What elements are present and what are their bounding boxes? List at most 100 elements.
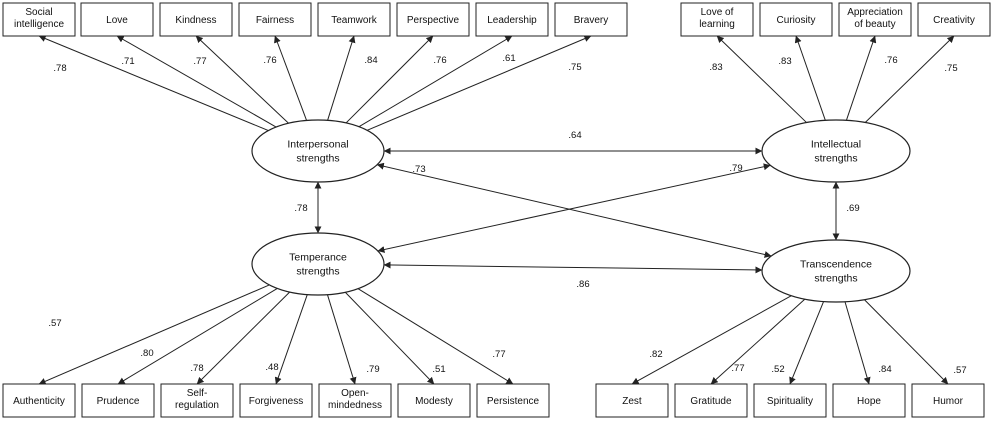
loading-arrow-authenticity: [38, 284, 270, 385]
indicator-label-creativity-line: Creativity: [933, 15, 975, 26]
indicator-humor: Humor: [911, 383, 985, 418]
indicator-label-self-regulation-line: regulation: [175, 400, 219, 411]
loading-forgiveness: .48: [265, 362, 278, 373]
indicator-modesty: Modesty: [397, 383, 471, 418]
loading-arrow-curiosity: [794, 35, 826, 121]
indicator-label-kindness-line: Kindness: [175, 15, 216, 26]
loading-arrow-hope: [844, 301, 871, 385]
latent-label-interpersonal: Interpersonal strengths: [287, 139, 348, 165]
latent-ellipse: [761, 239, 911, 303]
indicator-self-regulation: Self-regulation: [160, 383, 234, 418]
indicator-box: [2, 2, 76, 37]
indicator-label-perspective-line: Perspective: [407, 15, 460, 26]
indicator-box: [317, 2, 391, 37]
correlation-arrow-temperance-intellectual: [377, 163, 771, 253]
indicator-box: [753, 383, 827, 418]
loading-perspective: .76: [433, 55, 446, 66]
indicator-box: [476, 383, 550, 418]
correlation-interpersonal-transcendence: .73: [412, 164, 425, 175]
loading-hope: .84: [878, 364, 891, 375]
indicator-label-zest-line: Zest: [622, 396, 642, 407]
indicator-persistence: Persistence: [476, 383, 550, 418]
latent-label-intellectual-line: strengths: [814, 153, 857, 165]
indicator-box: [239, 383, 313, 418]
indicator-label-spirituality-line: Spirituality: [767, 396, 813, 407]
loading-arrow-teamwork: [327, 35, 356, 121]
indicator-label-bravery-line: Bravery: [574, 15, 608, 26]
loading-humor: .57: [953, 365, 966, 376]
indicator-label-open-mindedness-line: Open-: [341, 388, 369, 399]
indicator-label-perspective: Perspective: [407, 15, 460, 26]
correlation-temperance-transcendence: .86: [576, 279, 589, 290]
latent-label-interpersonal-line: Interpersonal: [287, 139, 348, 151]
indicator-label-open-mindedness: Open-mindedness: [328, 388, 382, 411]
loading-persistence: .77: [492, 349, 505, 360]
indicator-box: [318, 383, 392, 418]
indicator-box: [2, 383, 76, 418]
latent-intellectual: Intellectual strengths: [761, 119, 911, 183]
indicator-hope: Hope: [832, 383, 906, 418]
loading-arrow-perspective: [345, 35, 434, 124]
correlation-interpersonal-temperance: .78: [294, 203, 307, 214]
latent-ellipse: [251, 119, 385, 183]
loading-arrow-love: [116, 35, 277, 128]
latent-label-interpersonal-line: strengths: [296, 153, 339, 165]
indicator-label-leadership: Leadership: [487, 15, 537, 26]
indicator-label-prudence-line: Prudence: [97, 396, 140, 407]
loading-spirituality: .52: [771, 364, 784, 375]
loading-arrow-social-intelligence: [38, 35, 269, 132]
loading-arrow-zest: [631, 295, 792, 385]
indicator-label-gratitude-line: Gratitude: [690, 396, 732, 407]
indicator-spirituality: Spirituality: [753, 383, 827, 418]
indicator-box: [396, 2, 470, 37]
indicator-box: [554, 2, 628, 37]
latent-label-transcendence-line: strengths: [814, 273, 857, 285]
indicator-label-spirituality: Spirituality: [767, 396, 813, 407]
indicator-box: [397, 383, 471, 418]
indicator-label-humor-line: Humor: [933, 396, 964, 407]
loading-social-intelligence: .78: [53, 63, 66, 74]
latent-label-intellectual-line: Intellectual: [811, 139, 861, 151]
indicator-label-fairness: Fairness: [256, 15, 294, 26]
indicator-box: [832, 383, 906, 418]
indicator-box: [838, 2, 912, 37]
loading-arrow-humor: [864, 299, 949, 385]
indicator-label-love: Love: [106, 15, 128, 26]
loading-arrow-self-regulation: [196, 291, 291, 385]
indicator-label-zest: Zest: [622, 396, 642, 407]
indicator-label-love-line: Love: [106, 15, 128, 26]
indicator-label-forgiveness: Forgiveness: [249, 396, 303, 407]
indicator-box: [917, 2, 991, 37]
indicator-label-creativity: Creativity: [933, 15, 975, 26]
indicator-label-gratitude: Gratitude: [690, 396, 732, 407]
indicator-label-open-mindedness-line: mindedness: [328, 400, 382, 411]
loading-arrow-modesty: [344, 291, 435, 385]
loading-gratitude: .77: [731, 363, 744, 374]
indicator-label-fairness-line: Fairness: [256, 15, 294, 26]
latent-label-intellectual: Intellectual strengths: [811, 139, 861, 165]
indicator-creativity: Creativity: [917, 2, 991, 37]
loading-zest: .82: [649, 349, 662, 360]
indicator-box: [674, 383, 748, 418]
indicator-teamwork: Teamwork: [317, 2, 391, 37]
indicator-curiosity: Curiosity: [759, 2, 833, 37]
indicator-label-social-intelligence-line: intelligence: [14, 19, 64, 30]
loading-arrow-love-of-learning: [716, 35, 807, 123]
indicator-forgiveness: Forgiveness: [239, 383, 313, 418]
indicator-box: [759, 2, 833, 37]
correlation-temperance-intellectual: .79: [729, 163, 742, 174]
indicator-box: [80, 2, 154, 37]
loading-authenticity: .57: [48, 318, 61, 329]
indicator-label-appreciation-of-beauty-line: Appreciation: [847, 7, 903, 18]
indicator-leadership: Leadership: [475, 2, 549, 37]
loading-fairness: .76: [263, 55, 276, 66]
indicator-box: [81, 383, 155, 418]
indicator-open-mindedness: Open-mindedness: [318, 383, 392, 418]
latent-ellipse: [251, 232, 385, 296]
